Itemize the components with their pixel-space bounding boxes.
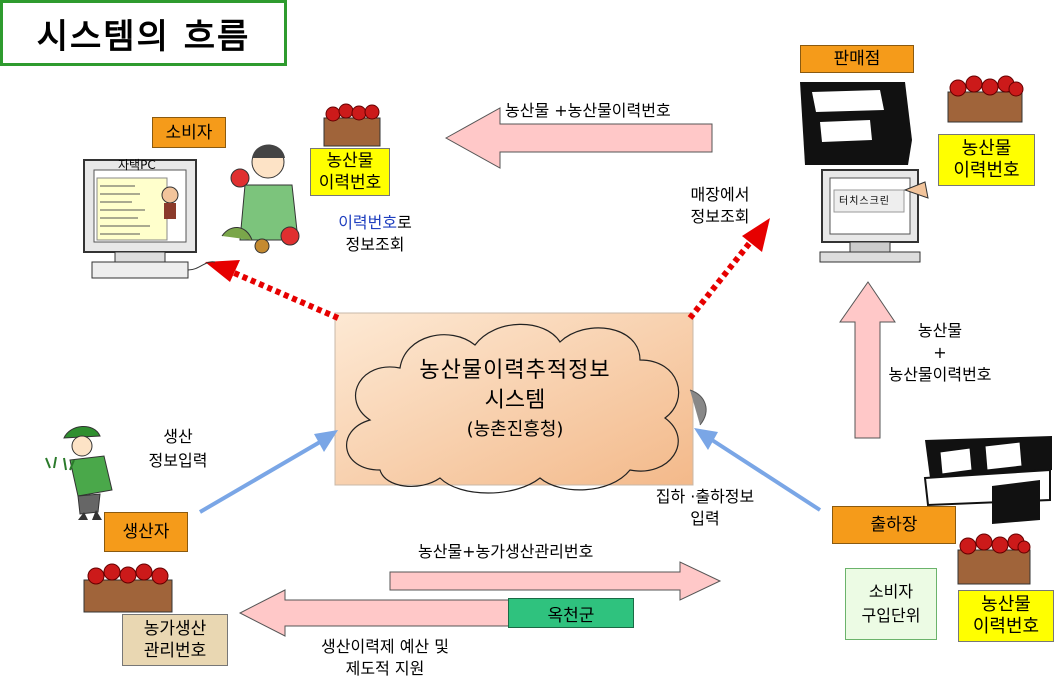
page-title: 시스템의 흐름 (0, 0, 287, 66)
shipping-label: 출하장 (832, 506, 956, 544)
produce-tag-line2: 이력번호 (953, 160, 1020, 181)
apple-box-icon (957, 533, 1031, 585)
red-dotted-arrow-to-consumer (205, 260, 340, 321)
producer-input-line1: 생산 (163, 427, 193, 446)
arrow-label-line2: + (933, 343, 947, 362)
shipping-warehouse-icon (923, 436, 1052, 524)
consumer-unit-box: 소비자 구입단위 (845, 568, 937, 640)
arrow-label-shipping-to-store: 농산물 + 농산물이력번호 (880, 320, 1000, 386)
okcheon-support-line2: 제도적 지원 (345, 659, 425, 678)
apple-box-icon (947, 75, 1024, 123)
store-label: 판매점 (800, 45, 914, 73)
consumer-person-icon (221, 144, 300, 254)
arrow-label-farm-to-shipping: 농산물+농가생산관리번호 (418, 542, 594, 561)
produce-tag-line1: 농산물 (981, 594, 1031, 615)
consumer-computer-icon (83, 159, 216, 279)
farm-number-box: 농가생산 관리번호 (122, 614, 228, 666)
produce-tag-shipping: 농산물 이력번호 (958, 590, 1054, 642)
store-query-text: 매장에서 정보조회 (680, 184, 760, 228)
store-label-text: 판매점 (833, 49, 881, 69)
produce-tag-line2: 이력번호 (318, 173, 382, 193)
arrow-label-line3: 농산물이력번호 (888, 365, 992, 384)
system-name: 농산물이력추적정보 (419, 358, 611, 383)
arrow-label-store-to-consumer: 농산물 +농산물이력번호 (505, 101, 671, 120)
producer-label: 생산자 (104, 512, 188, 552)
system-label: 농산물이력추적정보 시스템 (농촌진흥청) (360, 356, 670, 444)
pink-arrow-farm-to-shipping (389, 561, 722, 601)
kiosk-screen-text: 터치스크린 (839, 196, 890, 207)
okcheon-support-text: 생산이력제 예산 및 제도적 지원 (290, 636, 480, 680)
farm-number-line1: 농가생산 (143, 619, 207, 639)
pink-arrow-shipping-to-store (839, 281, 896, 439)
consumer-label-text: 소비자 (165, 122, 213, 143)
consumer-query-text: 이력번호로 정보조회 (320, 212, 430, 256)
arrow-label-line1: 농산물 (917, 321, 963, 340)
produce-tag-line1: 농산물 (961, 138, 1012, 159)
shipping-label-text: 출하장 (870, 515, 918, 535)
shipping-input-line1: 집하 ·출하정보 (655, 487, 755, 506)
producer-input-line2: 정보입력 (148, 451, 208, 470)
query-line2: 정보조회 (345, 235, 405, 254)
producer-label-text: 생산자 (122, 522, 170, 542)
pink-arrow-okcheon-to-farm (238, 589, 531, 637)
system-cloud (334, 312, 707, 494)
consumer-unit-line1: 소비자 (868, 582, 914, 601)
okcheon-support-line1: 생산이력제 예산 및 (321, 637, 449, 656)
store-query-line1: 매장에서 (690, 185, 750, 204)
store-query-line2: 정보조회 (690, 207, 750, 226)
farm-number-line2: 관리번호 (143, 641, 207, 661)
consumer-label: 소비자 (152, 117, 226, 148)
shipping-input-line2: 입력 (690, 509, 720, 528)
produce-tag-store: 농산물 이력번호 (938, 134, 1035, 186)
apple-box-icon (323, 103, 381, 147)
okcheon-label: 옥천군 (508, 598, 634, 628)
produce-tag-line2: 이력번호 (972, 616, 1040, 637)
shipping-input-text: 집하 ·출하정보 입력 (625, 486, 785, 530)
pink-arrow-store-to-consumer (444, 107, 713, 169)
farmer-icon (45, 426, 113, 520)
consumer-unit-line2: 구입단위 (861, 606, 921, 625)
producer-input-text: 생산 정보입력 (128, 425, 228, 473)
query-suffix: 로 (397, 213, 412, 232)
apple-box-icon (83, 563, 173, 613)
system-name-line2: 시스템 (484, 388, 546, 413)
history-number-highlight: 이력번호 (338, 213, 398, 232)
red-dotted-arrow-to-store (687, 218, 770, 320)
blue-arrow-from-shipping (694, 428, 822, 512)
okcheon-label-text: 옥천군 (547, 605, 595, 626)
produce-tag-line1: 농산물 (326, 151, 374, 171)
store-kiosk-icon (800, 82, 929, 263)
home-pc-label: 자택PC (118, 158, 156, 172)
blue-arrow-from-producer (198, 430, 338, 514)
produce-tag-consumer: 농산물 이력번호 (310, 148, 390, 196)
system-operator: (농촌진흥청) (466, 419, 564, 440)
page-title-text: 시스템의 흐름 (36, 16, 251, 57)
